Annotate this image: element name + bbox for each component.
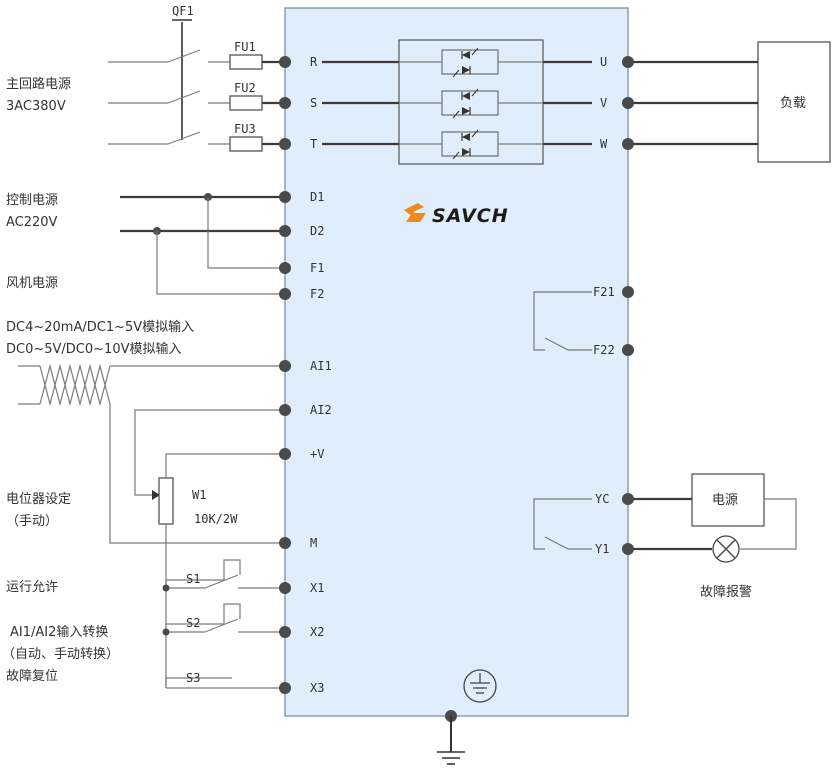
terminal-dots xyxy=(279,56,634,694)
relay-contact-f21-f22 xyxy=(533,291,592,351)
label-input-switch: AI1/AI2输入转换 xyxy=(10,624,108,640)
twisted-pair-input xyxy=(18,363,285,544)
earth-ground-icon xyxy=(437,710,465,765)
terminal-m: M xyxy=(310,536,317,550)
label-load: 负载 xyxy=(780,96,806,111)
terminal-ai1: AI1 xyxy=(310,359,332,373)
terminal-ai2: AI2 xyxy=(310,403,332,417)
terminal-x3: X3 xyxy=(310,681,324,695)
terminal-f1: F1 xyxy=(310,261,324,275)
terminal-x1: X1 xyxy=(310,581,324,595)
label-main-power-spec: 3AC380V xyxy=(6,99,66,114)
label-fu2: FU2 xyxy=(234,81,256,95)
label-fu1: FU1 xyxy=(234,40,256,54)
label-power: 电源 xyxy=(712,493,738,508)
terminal-f2: F2 xyxy=(310,287,324,301)
terminal-t: T xyxy=(310,137,317,151)
label-potentiometer: 电位器设定 xyxy=(6,492,71,507)
label-fu3: FU3 xyxy=(234,122,256,136)
label-control-power: 控制电源 xyxy=(6,193,58,208)
terminal-r: R xyxy=(310,55,318,69)
terminal-w: W xyxy=(600,137,608,151)
logo-text: SAVCH xyxy=(432,205,509,227)
alarm-lamp-icon xyxy=(712,535,740,563)
label-fan-power: 风机电源 xyxy=(6,276,58,291)
label-s3: S3 xyxy=(186,671,200,685)
fuse-fu1 xyxy=(229,54,263,70)
terminal-x2: X2 xyxy=(310,625,324,639)
terminal-f21: F21 xyxy=(593,285,615,299)
thyristor-pair-u xyxy=(399,47,543,78)
label-analog-input-1: DC4~20mA/DC1~5V模拟输入 xyxy=(6,319,194,335)
terminal-s: S xyxy=(310,96,317,110)
label-control-power-spec: AC220V xyxy=(6,215,58,230)
terminal-yc: YC xyxy=(595,492,609,506)
thyristor-pair-w xyxy=(399,129,543,160)
label-fault-reset: 故障复位 xyxy=(6,669,58,684)
terminal-y1: Y1 xyxy=(595,542,609,556)
terminal-v: V xyxy=(600,96,607,110)
load-box xyxy=(757,41,831,163)
label-s1: S1 xyxy=(186,572,200,586)
ground-icon xyxy=(463,669,497,703)
label-main-power: 主回路电源 xyxy=(6,76,71,92)
label-s2: S2 xyxy=(186,616,200,630)
right-terminal-labels: U V W F21 F22 YC Y1 xyxy=(593,55,615,556)
savch-logo: SAVCH xyxy=(404,203,509,227)
left-terminal-labels: R S T D1 D2 F1 F2 AI1 AI2 +V M X1 X2 X3 xyxy=(310,55,332,695)
potentiometer-w1 xyxy=(134,409,285,688)
breaker-qf1 xyxy=(108,19,230,145)
terminal-f22: F22 xyxy=(593,343,615,357)
label-fault-alarm: 故障报警 xyxy=(700,584,752,600)
label-qf1: QF1 xyxy=(172,4,194,18)
thyristor-pair-v xyxy=(399,88,543,119)
label-run-allow: 运行允许 xyxy=(6,579,58,595)
relay-contact-yc-y1 xyxy=(533,498,592,550)
label-w1-value: 10K/2W xyxy=(194,512,238,526)
label-w1: W1 xyxy=(192,488,206,502)
terminal-plus-v: +V xyxy=(310,447,324,461)
label-input-switch-mode: （自动、手动转换） xyxy=(2,647,119,662)
controller-panel xyxy=(284,7,629,717)
fuse-fu3 xyxy=(229,136,263,152)
terminal-u: U xyxy=(600,55,607,69)
terminal-d1: D1 xyxy=(310,190,324,204)
terminal-d2: D2 xyxy=(310,224,324,238)
switches xyxy=(162,559,285,689)
fuse-fu2 xyxy=(229,95,263,111)
label-analog-input-2: DC0~5V/DC0~10V模拟输入 xyxy=(6,341,181,357)
label-potentiometer-manual: （手动） xyxy=(6,514,58,529)
